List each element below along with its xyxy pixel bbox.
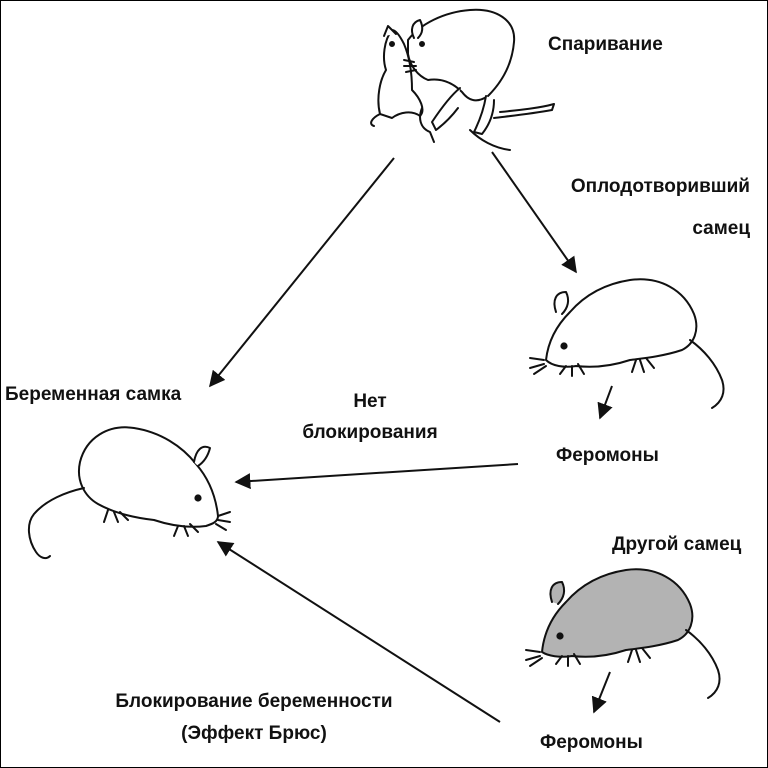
- fertilizing-male-rat-icon: [529, 278, 725, 409]
- label-no-block-line2: блокирования: [302, 422, 438, 443]
- label-pregnant-female: Беременная самка: [5, 384, 182, 405]
- label-no-block: Нет блокирования: [290, 390, 450, 445]
- label-pheromones-2: Феромоны: [540, 732, 643, 753]
- label-fertilizing-male-line1: Оплодотворивший: [570, 176, 750, 197]
- label-block: Блокирование беременности (Эффект Брюс): [90, 690, 418, 746]
- other-male-rat-icon: [525, 568, 721, 699]
- label-block-line1: Блокирование беременности: [115, 691, 393, 712]
- label-no-block-line1: Нет: [353, 391, 387, 412]
- label-mating: Спаривание: [548, 34, 663, 55]
- label-fertilizing-male-line2: самец: [692, 218, 750, 239]
- arrow-no-block: [234, 463, 519, 490]
- arrow-block: [216, 541, 501, 723]
- mating-rats-icon: [370, 8, 555, 151]
- arrow-male-to-pheromones: [597, 385, 613, 420]
- label-block-line2: (Эффект Брюс): [181, 723, 327, 744]
- label-fertilizing-male: Оплодотворивший самец: [560, 175, 750, 241]
- label-pheromones-1: Феромоны: [556, 445, 659, 466]
- arrow-other-male-to-pheromones: [591, 671, 611, 714]
- pregnant-female-rat-icon: [28, 426, 231, 560]
- arrow-mating-to-male: [491, 151, 577, 274]
- arrow-mating-to-pregnant: [208, 157, 395, 388]
- label-other-male: Другой самец: [612, 534, 742, 555]
